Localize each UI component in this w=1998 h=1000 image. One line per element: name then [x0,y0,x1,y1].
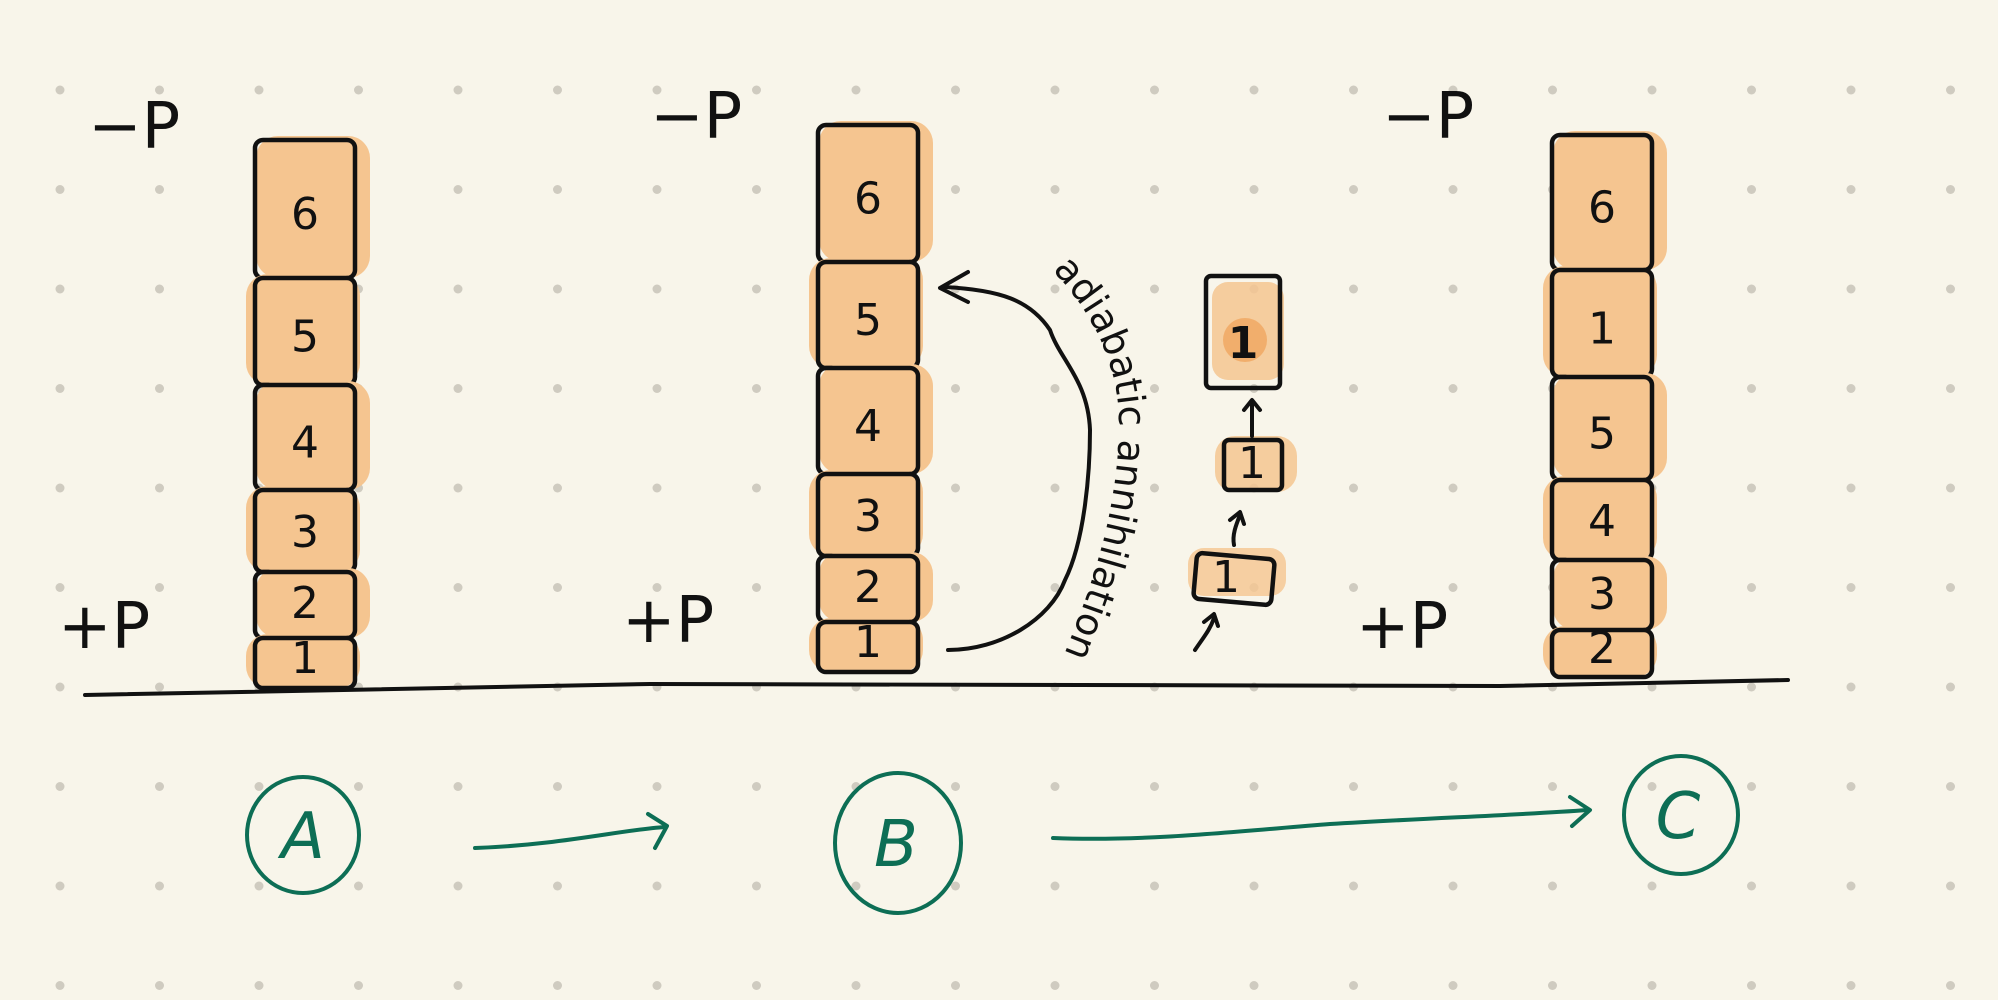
stack-c-blocks: 6 1 5 4 32 [1543,131,1667,680]
stack-c-block-fill [1553,373,1667,480]
stack-b-minus-p: −P [650,80,742,154]
stack-b-block-fill [809,258,923,368]
stack-a-block-label: 3 [291,507,319,558]
step-c-circle [1622,754,1740,876]
stack-b-block-fill [809,470,923,556]
stack-c-block-label: 6 [1588,183,1616,234]
stack-a-block-fill [246,634,360,688]
moving-block-ghost-label: 1 [1212,552,1240,603]
stack-a-block-fill [246,486,360,572]
stack-b-blocks: 6 5 4 3 21 [809,121,933,675]
step-b-letter: B [874,808,918,882]
moving-arrow-mid-head [1228,510,1246,526]
moving-block-top-label: 1 [1228,318,1259,369]
moving-arrow-up-head [1242,398,1262,412]
step-a-letter: A [277,800,325,874]
step-c: C [1622,754,1740,876]
stack-a-minus-p: −P [88,90,180,164]
transition-arrowhead [938,270,970,304]
moving-block-top-outline [1203,273,1283,391]
arrow-a-to-b [473,825,667,850]
step-b-circle [833,771,963,915]
stack-b-block-label: 6 [854,174,882,225]
moving-block-top-spot [1223,318,1267,362]
stack-c-block-label: 1 [1588,304,1616,355]
stack-a-block-label: 6 [291,189,319,240]
stack-b-block-fill [809,618,923,672]
stack-b-block [815,619,921,675]
stack-a-block-fill [256,136,370,278]
stack-c-block-label: 4 [1588,496,1616,547]
step-a-circle [245,775,361,895]
stack-a-block-label: 1 [291,633,319,684]
transition-arc-curve [943,285,1092,652]
stack-b-block-label: 5 [854,295,882,346]
arrow-b-to-c [1051,808,1590,841]
stack-b-block-label: 3 [854,491,882,542]
stack-c-plus-p: +P [1356,590,1448,664]
stack-b-block-label: 2 [854,562,882,613]
stack-a-block-label: 2 [291,578,319,629]
stack-a: −P +P 6 5 4 3 21 [58,90,370,691]
stack-c-minus-p: −P [1382,80,1474,154]
moving-block-ghost-outline [1191,550,1277,608]
stack-c-block-fill [1543,626,1657,677]
stack-b-plus-p: +P [622,584,714,658]
step-c-letter: C [1656,780,1701,854]
transition-label-path: adiabatic annihilation [1046,247,1155,667]
arrow-b-to-c-head [1568,795,1592,828]
moving-block-mid-label: 1 [1238,438,1266,489]
moving-arrow-low-head [1202,612,1220,628]
stack-c-block-fill [1553,131,1667,270]
stack-b-block-fill [819,121,933,262]
stack-a-block-fill [246,274,360,385]
stack-a-block-fill [256,381,370,490]
stack-a-block [252,635,358,691]
stack-c: −P +P 6 1 5 4 32 [1356,80,1667,680]
stack-c-block-label: 2 [1588,623,1616,674]
stack-b-block-fill [819,364,933,474]
stack-b-block-fill [819,552,933,622]
stack-c-block-label: 3 [1588,569,1616,620]
stack-c-block [1549,627,1655,680]
moving-arrow-mid [1231,513,1242,547]
moving-block-mid-fill [1215,436,1297,492]
stack-c-block-fill [1553,556,1667,630]
baseline [83,678,1790,697]
stack-a-plus-p: +P [58,590,150,664]
moving-arrow-low [1193,616,1216,652]
arrow-a-to-b-head [646,812,669,850]
stack-c-block-fill [1543,476,1657,560]
stack-b: −P +P 6 5 4 3 21 [622,80,933,675]
stack-c-block-label: 5 [1588,409,1616,460]
transition-label: adiabatic annihilation [1046,247,1155,667]
stack-b-block-label: 4 [854,401,882,452]
transition-arc: adiabatic annihilation [938,247,1155,667]
stack-a-block-label: 5 [291,312,319,363]
moving-block-group: 1 1 1 [1188,273,1297,652]
stack-c-block-fill [1543,266,1657,377]
stack-a-block-fill [256,568,370,638]
moving-block-mid-outline [1221,437,1285,493]
step-a: A [245,775,361,895]
step-b: B [833,771,963,915]
stack-b-block-label: 1 [854,617,882,668]
stack-a-blocks: 6 5 4 3 21 [246,136,370,691]
stack-a-block-label: 4 [291,418,319,469]
